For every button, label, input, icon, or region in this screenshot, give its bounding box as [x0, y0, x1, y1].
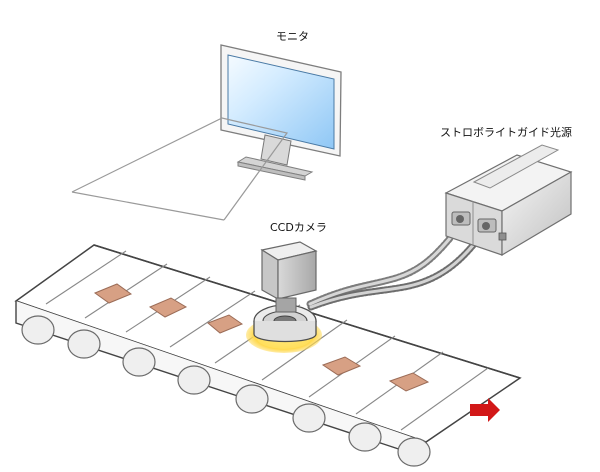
belt-slat: [169, 290, 256, 348]
roller: [235, 384, 269, 414]
roller: [348, 422, 382, 452]
roller: [67, 329, 101, 359]
strobe-light-source-label: ストロボライトガイド光源: [440, 125, 572, 139]
right-arrow-icon: [470, 398, 500, 422]
light-port-knob-1: [456, 215, 464, 223]
monitor-neck: [260, 134, 292, 166]
light-source-switch: [498, 232, 507, 241]
camera-front-face: [277, 250, 317, 300]
roller: [177, 365, 211, 395]
monitor-base-front: [237, 161, 306, 181]
product-piece: [148, 297, 188, 318]
roller: [122, 347, 156, 377]
roller: [397, 437, 431, 467]
ring-light-body: [253, 321, 317, 343]
product-piece: [207, 314, 244, 334]
belt-slat: [400, 367, 489, 431]
product-piece: [93, 283, 133, 304]
light-guide-cable-1-highlight: [308, 235, 453, 306]
ccd-camera-label: CCDカメラ: [270, 221, 327, 234]
belt-slat: [45, 250, 127, 305]
strobe-light-source: [444, 144, 573, 257]
light-guide-cables: [306, 233, 478, 311]
monitor-cable-lower: [71, 191, 225, 221]
light-source-top-panel: [472, 144, 560, 189]
camera-lens-mount: [275, 297, 297, 313]
product-piece: [388, 372, 430, 392]
product-piece: [321, 356, 362, 376]
light-port-knob-2: [482, 222, 490, 230]
ring-light: [253, 304, 317, 343]
roller: [21, 315, 55, 345]
monitor-cable-outline: [71, 117, 289, 221]
light-guide-cable-2-highlight: [309, 242, 476, 309]
roller: [292, 403, 326, 433]
monitor: [220, 44, 342, 181]
ccd-camera: [260, 241, 318, 313]
monitor-label: モニタ: [276, 30, 309, 43]
